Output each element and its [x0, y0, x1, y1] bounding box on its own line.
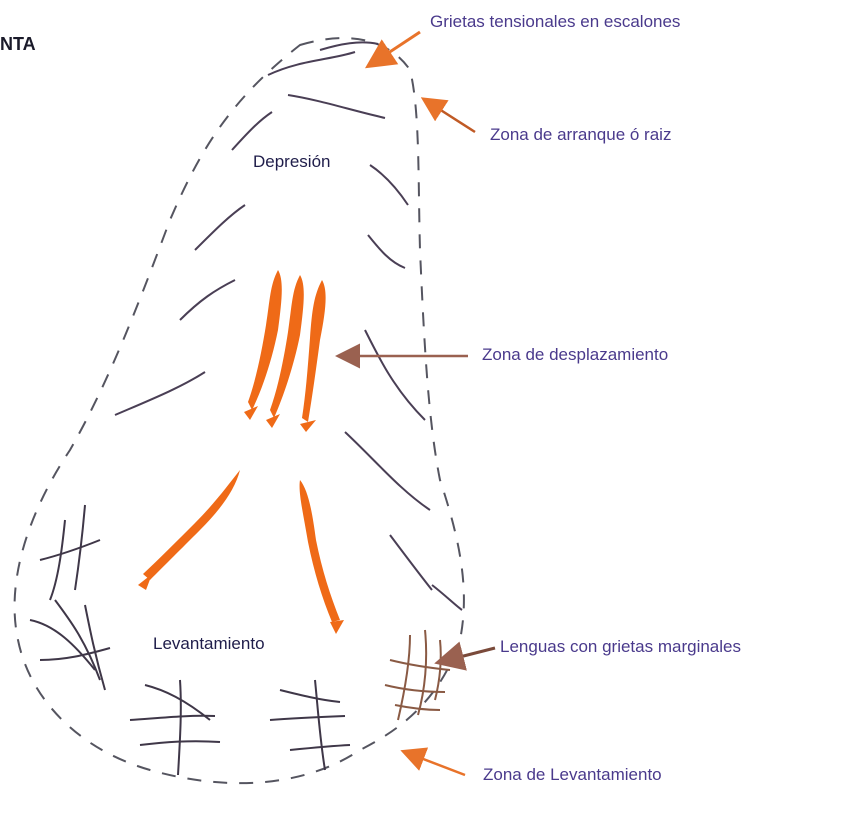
label-uplift: Levantamiento	[153, 634, 265, 653]
annotation-tension-cracks: Grietas tensionales en escalones	[430, 12, 681, 31]
landslide-outline	[13, 37, 465, 785]
annotation-uplift-zone: Zona de Levantamiento	[483, 765, 662, 784]
header-fragment: NTA	[0, 34, 36, 54]
pointer-marginal-cracks	[434, 641, 496, 671]
pointer-root-zone	[420, 97, 476, 134]
pointer-uplift-zone	[400, 747, 466, 777]
annotation-displacement-zone: Zona de desplazamiento	[482, 345, 669, 364]
flow-arrows	[143, 270, 340, 622]
pointer-tension-cracks	[364, 30, 421, 69]
tension-cracks	[114, 41, 463, 611]
annotation-root-zone: Zona de arranque ó raiz	[490, 125, 672, 144]
label-depression: Depresión	[253, 152, 331, 171]
annotation-marginal-cracks: Lenguas con grietas marginales	[500, 637, 741, 656]
uplift-cracks	[29, 504, 351, 776]
tongue-cracks	[384, 629, 451, 721]
